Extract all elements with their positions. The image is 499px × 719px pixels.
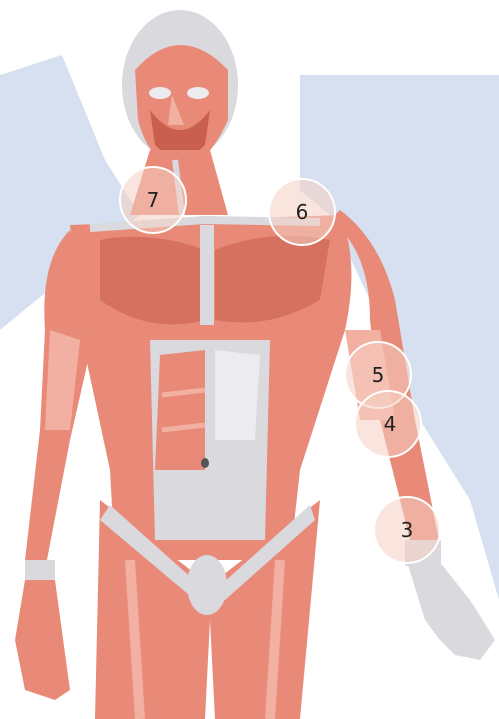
- hand-right: [408, 565, 495, 660]
- hand-left: [15, 580, 70, 700]
- marker-3-label: 3: [401, 518, 414, 542]
- marker-6-label: 6: [296, 200, 309, 224]
- marker-6: 6: [269, 179, 335, 245]
- marker-7: 7: [120, 167, 186, 233]
- marker-4-label: 4: [384, 412, 397, 436]
- marker-4: 4: [355, 391, 421, 457]
- marker-7-label: 7: [147, 188, 160, 212]
- marker-5-label: 5: [372, 363, 385, 387]
- head: [122, 10, 238, 165]
- marker-3: 3: [374, 497, 440, 563]
